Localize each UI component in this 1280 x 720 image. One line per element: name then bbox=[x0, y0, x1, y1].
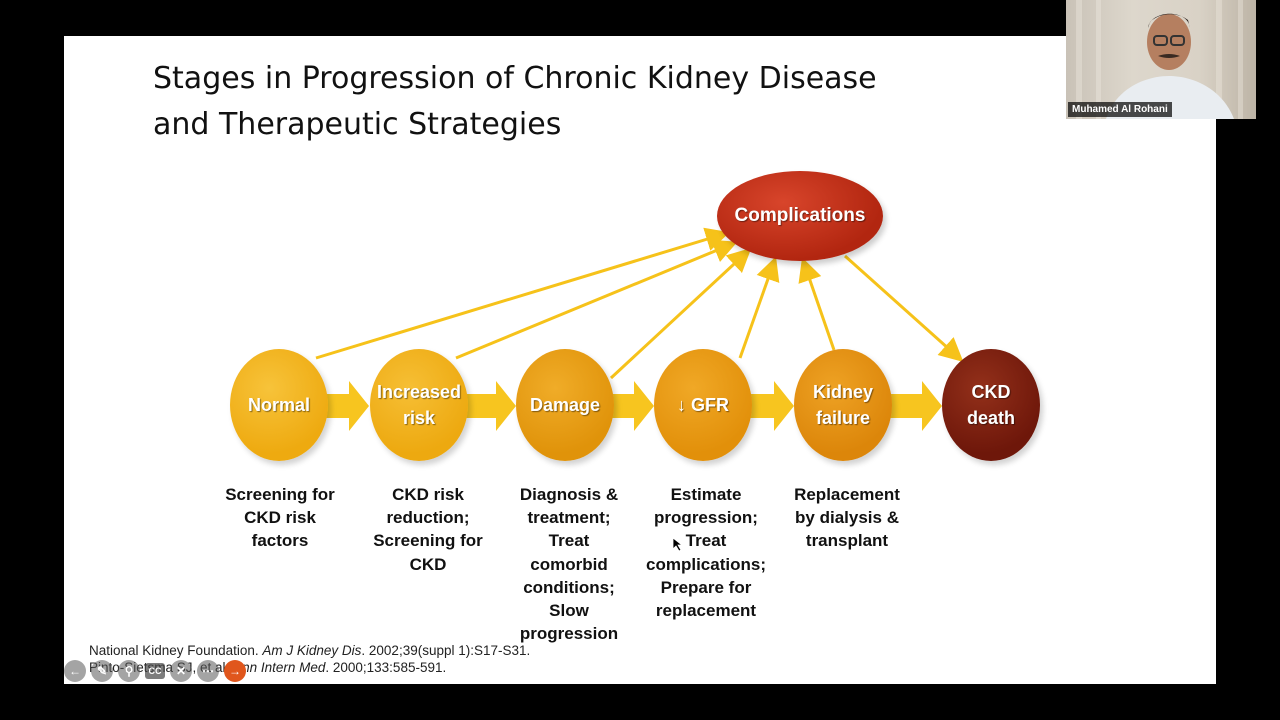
slideshow-toolbar: ← ✎ ⚲ CC ✕ ⋯ → bbox=[64, 660, 246, 682]
stage-circle-damage: Damage bbox=[516, 349, 614, 461]
stage-arrow-1 bbox=[319, 381, 369, 431]
stage-circle-kidney-failure: Kidney failure bbox=[794, 349, 892, 461]
strategy-kidney-failure: Replacement by dialysis & transplant bbox=[794, 485, 900, 551]
zoom-icon[interactable]: ⚲ bbox=[118, 660, 140, 682]
flow-arrows bbox=[315, 227, 964, 431]
stage-arrow-5 bbox=[887, 381, 942, 431]
pointer-off-icon[interactable]: ✕ bbox=[170, 660, 192, 682]
presentation-slide: Stages in Progression of Chronic Kidney … bbox=[64, 36, 1216, 684]
complication-arrow-2 bbox=[455, 239, 738, 360]
stage-circle-increased-risk: Increased risk bbox=[370, 349, 468, 461]
back-arrow-icon[interactable]: ← bbox=[64, 660, 86, 682]
slide-title-line-1: Stages in Progression of Chronic Kidney … bbox=[153, 61, 877, 96]
participant-video-tile[interactable]: Muhamed Al Rohani bbox=[1066, 0, 1256, 119]
strategy-gfr: Estimate progression; Treat complication… bbox=[646, 485, 766, 621]
stage-circle-normal: Normal bbox=[230, 349, 328, 461]
stage-arrow-4 bbox=[747, 381, 794, 431]
complications-ellipse: Complications bbox=[717, 171, 883, 261]
stage-circle-gfr: ↓ GFR bbox=[654, 349, 752, 461]
strategy-normal: Screening for CKD risk factors bbox=[225, 485, 335, 551]
strategy-damage: Diagnosis & treatment; Treat comorbid co… bbox=[519, 485, 619, 644]
complication-arrow-4 bbox=[738, 256, 780, 359]
stage-arrow-2 bbox=[457, 381, 516, 431]
strategy-increased-risk: CKD risk reduction; Screening for CKD bbox=[373, 485, 483, 574]
complication-arrow-3 bbox=[609, 247, 752, 380]
stage-circle-ckd-death: CKD death bbox=[942, 349, 1040, 461]
more-icon[interactable]: ⋯ bbox=[197, 660, 219, 682]
slide-title-line-2: and Therapeutic Strategies bbox=[153, 107, 562, 142]
complication-arrow-5 bbox=[798, 257, 836, 351]
death-arrow bbox=[843, 254, 964, 363]
forward-arrow-icon[interactable]: → bbox=[224, 660, 246, 682]
participant-name-tag: Muhamed Al Rohani bbox=[1068, 102, 1172, 117]
reference-1: National Kidney Foundation. Am J Kidney … bbox=[89, 643, 531, 658]
stage-arrow-3 bbox=[609, 381, 654, 431]
mouse-cursor-icon bbox=[673, 538, 683, 552]
captions-icon[interactable]: CC bbox=[145, 663, 165, 679]
pen-icon[interactable]: ✎ bbox=[91, 660, 113, 682]
slide-title: Stages in Progression of Chronic Kidney … bbox=[153, 56, 1053, 148]
complication-arrow-1 bbox=[315, 227, 730, 360]
